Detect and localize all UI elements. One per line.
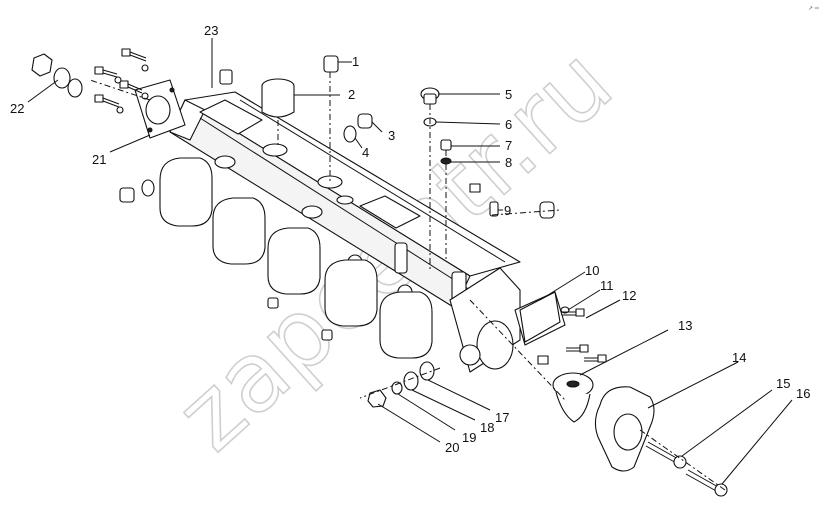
callout-11: 11 [600,278,614,293]
callout-14: 14 [732,350,746,365]
corner-mark: ↗ ═ [808,6,820,12]
callout-1: 1 [352,54,359,69]
callout-5: 5 [505,87,512,102]
callout-19: 19 [462,430,476,445]
callout-23: 23 [204,23,218,38]
callout-3: 3 [388,128,395,143]
callout-17: 17 [495,410,509,425]
callout-16: 16 [796,386,810,401]
fasteners [31,48,728,497]
assembly-centerlines [89,72,726,491]
callout-8: 8 [505,155,512,170]
manifold-body [169,91,521,309]
outlet-housing [594,386,655,472]
thermostat [552,372,594,423]
callout-2: 2 [348,87,355,102]
callout-13: 13 [678,318,692,333]
callout-18: 18 [480,420,494,435]
callout-22: 22 [10,101,24,116]
callout-21: 21 [92,152,106,167]
port-flanges [159,157,433,359]
callout-12: 12 [622,288,636,303]
leader-lines [27,38,793,485]
callout-4: 4 [362,145,369,160]
callout-15: 15 [776,376,790,391]
callout-10: 10 [585,263,599,278]
callout-7: 7 [505,138,512,153]
callout-20: 20 [445,440,459,455]
callout-6: 6 [505,117,512,132]
callout-labels: 1 2 3 4 5 6 7 8 9 10 11 12 13 14 15 16 1… [10,23,810,455]
callout-9: 9 [504,203,511,218]
